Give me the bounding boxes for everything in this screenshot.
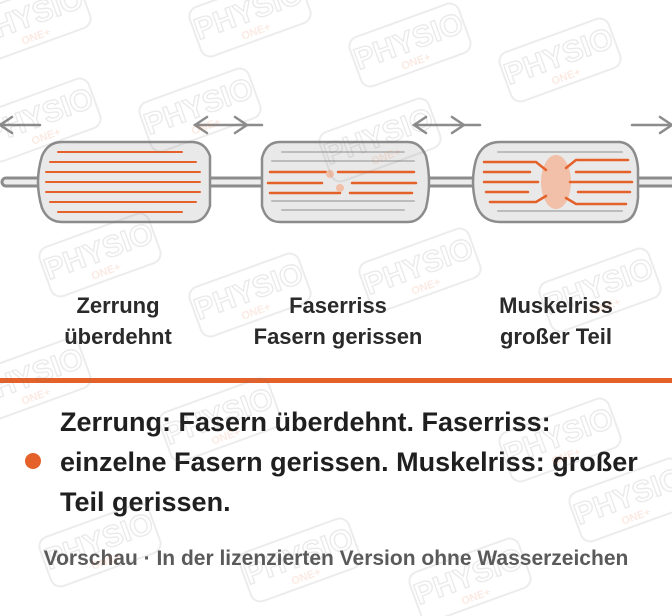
muscle-rupture <box>471 140 640 224</box>
stage-subtitle: Fasern gerissen <box>253 324 423 349</box>
muscle-strain <box>36 140 212 224</box>
stretch-arrow-3 <box>630 115 672 135</box>
stretch-arrow-0 <box>0 115 42 135</box>
muscle-fiber-tear <box>260 140 431 224</box>
stage-label-strain: Zerrung überdehnt <box>8 290 228 352</box>
stretch-arrow-2 <box>411 115 482 135</box>
svg-text:ONE+: ONE+ <box>20 386 53 408</box>
stretch-arrow-1 <box>192 115 264 135</box>
svg-text:ONE+: ONE+ <box>460 586 493 608</box>
stage-title: Faserriss <box>289 293 387 318</box>
stage-label-fiber-tear: Faserriss Fasern gerissen <box>228 290 448 352</box>
muscle-injury-diagram <box>0 115 672 224</box>
stage-label-rupture: Muskelriss großer Teil <box>446 290 666 352</box>
caption-text: Zerrung: Fasern überdehnt. Faserriss: ei… <box>60 407 638 517</box>
preview-notice: Vorschau · In der lizenzierten Version o… <box>43 547 629 570</box>
bullet-dot-icon <box>25 453 41 469</box>
stage-subtitle: überdehnt <box>64 324 172 349</box>
stage-title: Muskelriss <box>499 293 613 318</box>
stage-subtitle: großer Teil <box>499 324 613 349</box>
accent-divider <box>0 378 672 383</box>
stage-title: Zerrung <box>76 293 160 318</box>
